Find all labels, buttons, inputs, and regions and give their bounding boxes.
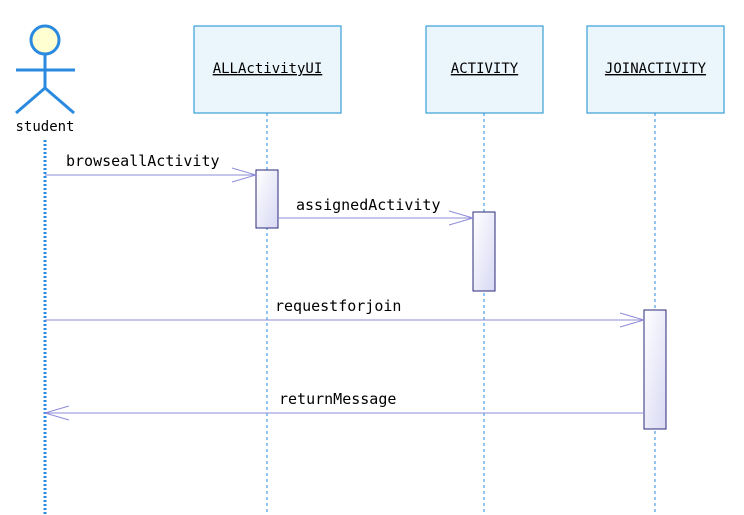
activation-bar-joinactivity (643, 309, 667, 430)
object-activity: ACTIVITY (425, 25, 544, 114)
activation-bar-allactivityui (255, 169, 279, 229)
object-label: ACTIVITY (451, 61, 519, 77)
message-browseallactivity: browseallActivity (45, 152, 258, 183)
object-label: JOINACTIVITY (605, 61, 707, 77)
actor-student: student (15, 24, 75, 135)
actor-label: student (15, 119, 74, 135)
message-returnmessage: returnMessage (43, 390, 644, 421)
message-label: requestforjoin (275, 297, 401, 315)
activation-bar-activity (472, 211, 496, 292)
message-requestforjoin: requestforjoin (45, 297, 646, 328)
message-label: browseallActivity (66, 152, 220, 170)
stick-figure-icon (15, 24, 75, 115)
message-assignedactivity: assignedActivity (278, 196, 475, 226)
object-joinactivity: JOINACTIVITY (586, 25, 725, 114)
message-label: returnMessage (279, 390, 396, 408)
object-allactivityui: ALLActivityUI (193, 25, 342, 114)
message-label: assignedActivity (296, 196, 441, 214)
object-label: ALLActivityUI (213, 61, 323, 77)
